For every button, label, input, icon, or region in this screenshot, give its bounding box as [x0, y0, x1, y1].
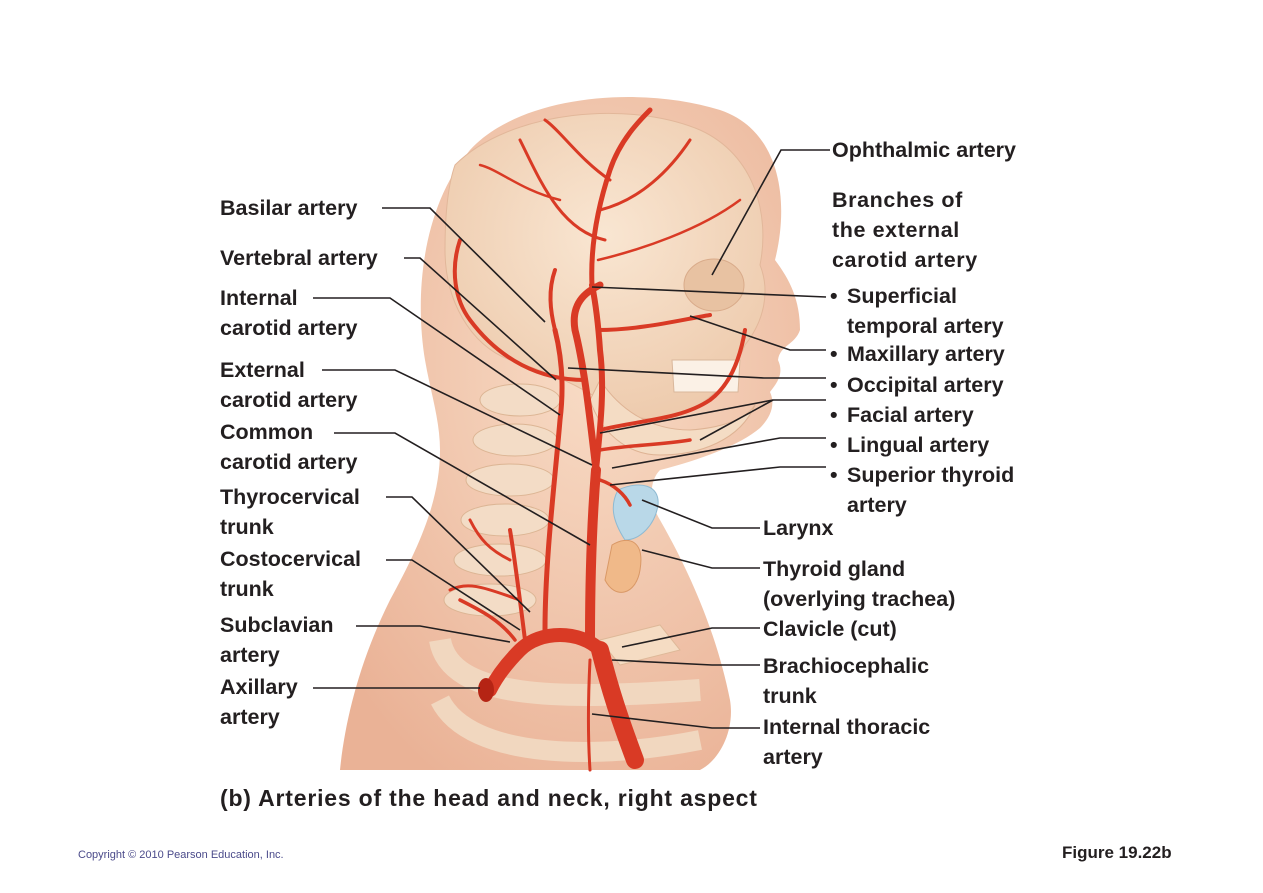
- maxillary-vessel: [596, 313, 712, 332]
- subclavian-vessel: [483, 628, 607, 697]
- basilar-vessel: [548, 268, 557, 332]
- label-brachiocephalic-trunk: Brachiocephalic trunk: [763, 654, 930, 708]
- label-external-carotid-artery: External carotid artery: [220, 358, 358, 412]
- skull: [444, 112, 766, 420]
- external-carotid-vessel: [589, 282, 606, 473]
- bullet-lingual: •: [830, 433, 838, 457]
- label-costocervical-trunk: Costocervical trunk: [220, 547, 362, 601]
- occipital-vessel: [452, 238, 587, 382]
- label-larynx: Larynx: [763, 516, 834, 540]
- internal-carotid-vessel: [570, 281, 604, 474]
- first-rib: [429, 637, 701, 706]
- figure-caption: (b) Arteries of the head and neck, right…: [220, 785, 758, 811]
- label-clavicle: Clavicle (cut): [763, 617, 897, 641]
- vertebral-vessel: [542, 327, 565, 633]
- label-facial-artery: Facial artery: [847, 403, 974, 427]
- label-internal-thoracic-artery: Internal thoracic artery: [763, 715, 931, 769]
- label-maxillary-artery: Maxillary artery: [847, 342, 1005, 366]
- bullet-superior-thyroid: •: [830, 463, 838, 487]
- label-ophthalmic-artery: Ophthalmic artery: [832, 138, 1016, 162]
- label-occipital-artery: Occipital artery: [847, 373, 1004, 397]
- label-axillary-artery: Axillary artery: [220, 675, 298, 729]
- label-subclavian-artery: Subclavian artery: [220, 613, 334, 667]
- arteries: [448, 107, 747, 772]
- second-rib: [431, 694, 702, 762]
- label-basilar-artery: Basilar artery: [220, 196, 358, 220]
- label-vertebral-artery: Vertebral artery: [220, 246, 378, 270]
- mandible: [589, 379, 756, 456]
- clavicle-bone: [599, 624, 681, 666]
- leader-lines: [313, 149, 830, 729]
- figure-number: Figure 19.22b: [1062, 843, 1172, 862]
- label-thyrocervical-trunk: Thyrocervical trunk: [220, 485, 360, 539]
- copyright-notice: Copyright © 2010 Pearson Education, Inc.: [78, 849, 284, 861]
- common-carotid-vessel: [585, 465, 601, 645]
- bullet-occipital: •: [830, 373, 838, 397]
- facial-vessel: [598, 328, 747, 432]
- label-superficial-temporal-artery: Superficial temporal artery: [847, 284, 1004, 338]
- bullet-maxillary: •: [830, 342, 838, 366]
- label-common-carotid-artery: Common carotid artery: [220, 420, 358, 474]
- bullet-superficial-temporal: •: [830, 284, 838, 308]
- label-internal-carotid-artery: Internal carotid artery: [220, 286, 358, 340]
- superior-thyroid-vessel: [598, 478, 632, 507]
- axillary-vessel-end: [478, 678, 494, 702]
- thyrocervical-vessel: [508, 528, 527, 642]
- superficial-temporal-vessel: [589, 107, 653, 288]
- label-lingual-artery: Lingual artery: [847, 433, 990, 457]
- thyroid-gland-shape: [604, 539, 642, 593]
- lingual-vessel: [598, 438, 692, 452]
- label-branches-heading: Branches of the external carotid artery: [832, 188, 978, 272]
- orbit: [683, 258, 745, 312]
- costocervical-vessel: [458, 598, 517, 642]
- label-superior-thyroid-artery: Superior thyroid artery: [847, 463, 1015, 517]
- brachiocephalic-vessel: [591, 641, 644, 769]
- label-thyroid-gland: Thyroid gland (overlying trachea): [763, 557, 956, 611]
- internal-thoracic-vessel: [587, 658, 592, 772]
- bullet-facial: •: [830, 403, 838, 427]
